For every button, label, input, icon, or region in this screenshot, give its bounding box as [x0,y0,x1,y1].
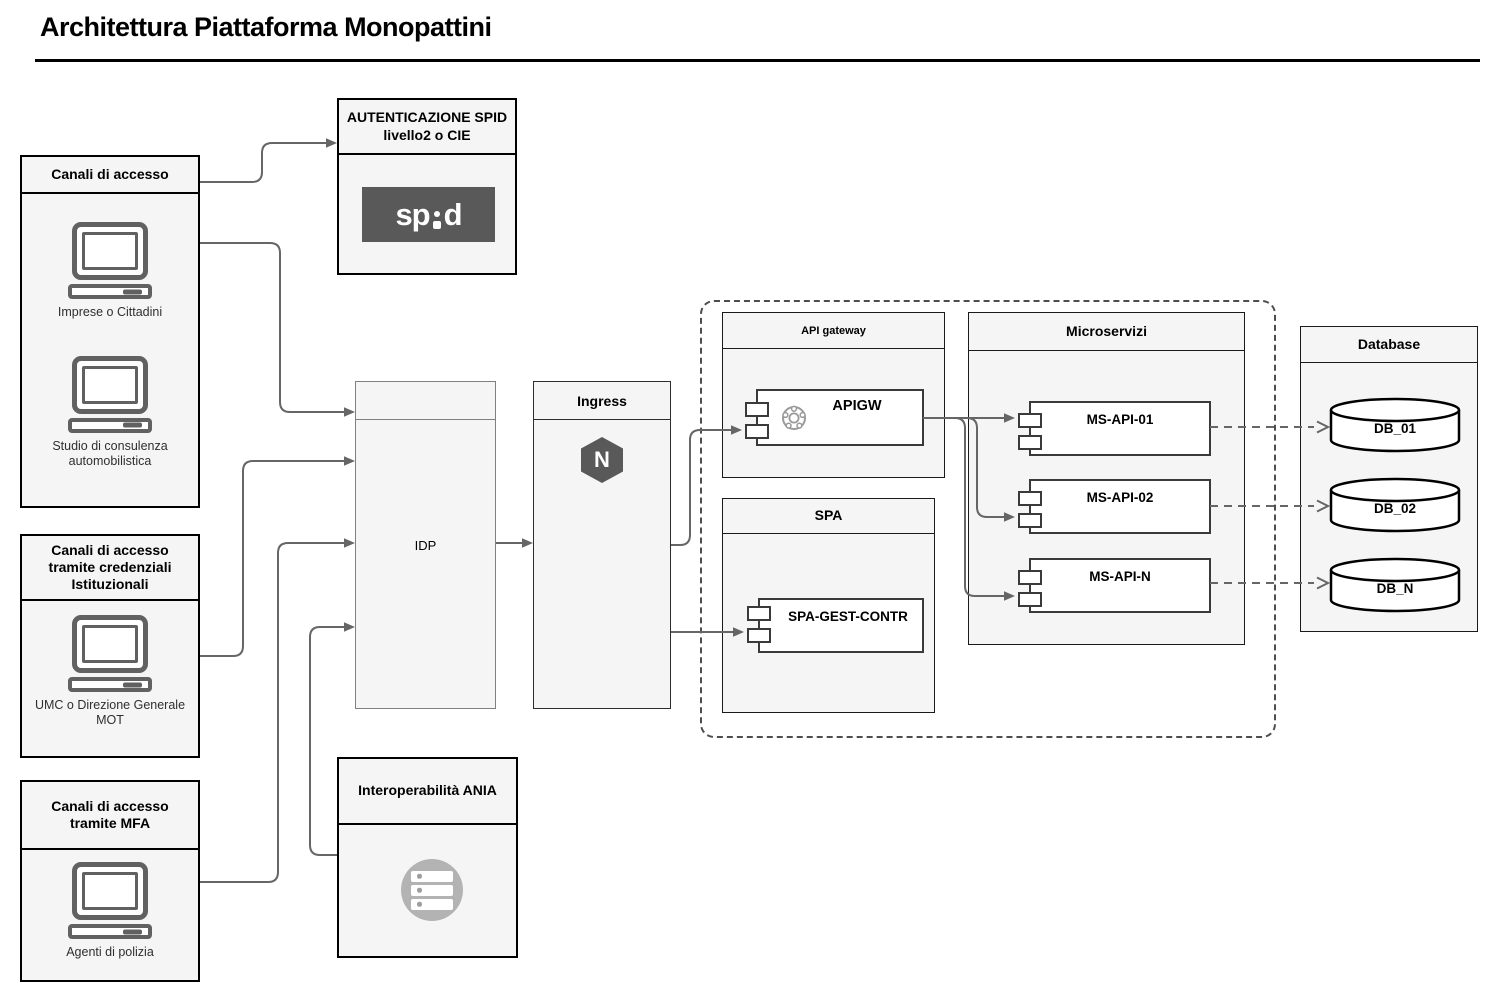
component-port [747,606,771,621]
node-spa-group: SPA SPA-GEST-CONTR [722,498,935,713]
node-institutional-channels: Canali di accesso tramite credenziali Is… [20,534,200,758]
edge-mfa-to-idp [200,542,344,883]
idp-label: IDP [414,537,437,553]
node-microservices-group: Microservizi MS-API-01 MS-API-02 MS-API-… [968,312,1245,645]
api-gateway-title: API gateway [723,313,944,349]
node-interoperability-ania: Interoperabilità ANIA [337,757,518,958]
device-imprese: Imprese o Cittadini [58,222,162,320]
edge-institutional-to-idp [200,460,344,657]
page-title: Architettura Piattaforma Monopattini [40,12,492,42]
component-ms-api-02: MS-API-02 [1018,479,1211,534]
title-underline [35,59,1480,62]
device-label: Imprese o Cittadini [57,305,163,319]
computer-icon [68,355,152,433]
node-access-channels-title: Canali di accesso [22,157,198,194]
database-title: Database [1301,327,1477,363]
server-stack-icon [401,859,463,921]
db-n-label: DB_N [1377,581,1414,596]
device-label: Studio di consulenza automobilistica [52,438,168,468]
node-mfa-channels: Canali di accesso tramite MFA Agenti di … [20,780,200,982]
component-port [745,424,769,439]
spid-logo-text-left: sp [395,196,430,232]
component-port [1018,592,1042,607]
computer-icon [68,862,152,939]
component-port [1018,435,1042,450]
interoperability-title: Interoperabilità ANIA [339,759,516,825]
edge-citizens-to-idp [200,242,344,413]
component-apigw: APIGW [745,389,924,446]
spid-logo: sp d [362,187,495,242]
spa-title: SPA [723,499,934,534]
device-label: Agenti di polizia [66,945,154,959]
node-access-channels: Canali di accesso Imprese o Cittadini St… [20,155,200,508]
component-port [1018,491,1042,506]
component-ms-api-n-label: MS-API-N [1089,569,1151,584]
node-api-gateway-group: API gateway APIGW [722,312,945,478]
node-database-group: Database DB_01 DB_02 DB_N [1300,326,1478,632]
component-ms-api-02-label: MS-API-02 [1086,490,1154,505]
microservices-title: Microservizi [969,313,1244,351]
device-police: Agenti di polizia [66,862,154,960]
device-umc: UMC o Direzione Generale MOT [30,615,190,728]
db-cylinder-n: DB_N [1329,557,1461,613]
computer-icon [68,615,152,692]
db-cylinder-01: DB_01 [1329,397,1461,453]
node-idp: IDP [355,381,496,709]
spid-colon-icon [432,210,441,229]
component-port [1018,570,1042,585]
edge-channels-to-auth [200,142,326,183]
component-ms-api-01-label: MS-API-01 [1086,412,1154,427]
nginx-icon: N [581,437,623,483]
component-spa-gest-contr: SPA-GEST-CONTR [747,598,924,653]
spid-logo-text-right: d [443,196,463,232]
computer-icon [68,222,152,299]
device-studio: Studio di consulenza automobilistica [30,355,190,469]
device-label: UMC o Direzione Generale MOT [34,698,186,727]
component-port [1018,413,1042,428]
component-port [747,628,771,643]
component-apigw-label: APIGW [832,398,882,414]
ingress-title: Ingress [534,382,670,420]
component-port [745,402,769,417]
gateway-gear-icon [782,405,806,430]
node-institutional-title: Canali di accesso tramite credenziali Is… [22,536,198,601]
db-02-label: DB_02 [1374,501,1416,516]
component-port [1018,513,1042,528]
component-ms-api-n: MS-API-N [1018,558,1211,613]
node-mfa-title: Canali di accesso tramite MFA [22,782,198,850]
db-cylinder-02: DB_02 [1329,477,1461,533]
component-spa-label: SPA-GEST-CONTR [788,609,908,624]
node-access-channels-body: Imprese o Cittadini Studio di consulenza… [22,194,198,468]
node-authentication-title: AUTENTICAZIONE SPID livello2 o CIE [339,100,515,155]
node-ingress: Ingress N [533,381,671,709]
component-ms-api-01: MS-API-01 [1018,401,1211,456]
idp-header [356,382,495,420]
node-authentication: AUTENTICAZIONE SPID livello2 o CIE sp d [337,98,517,275]
nginx-letter: N [594,447,610,472]
db-01-label: DB_01 [1374,421,1417,436]
